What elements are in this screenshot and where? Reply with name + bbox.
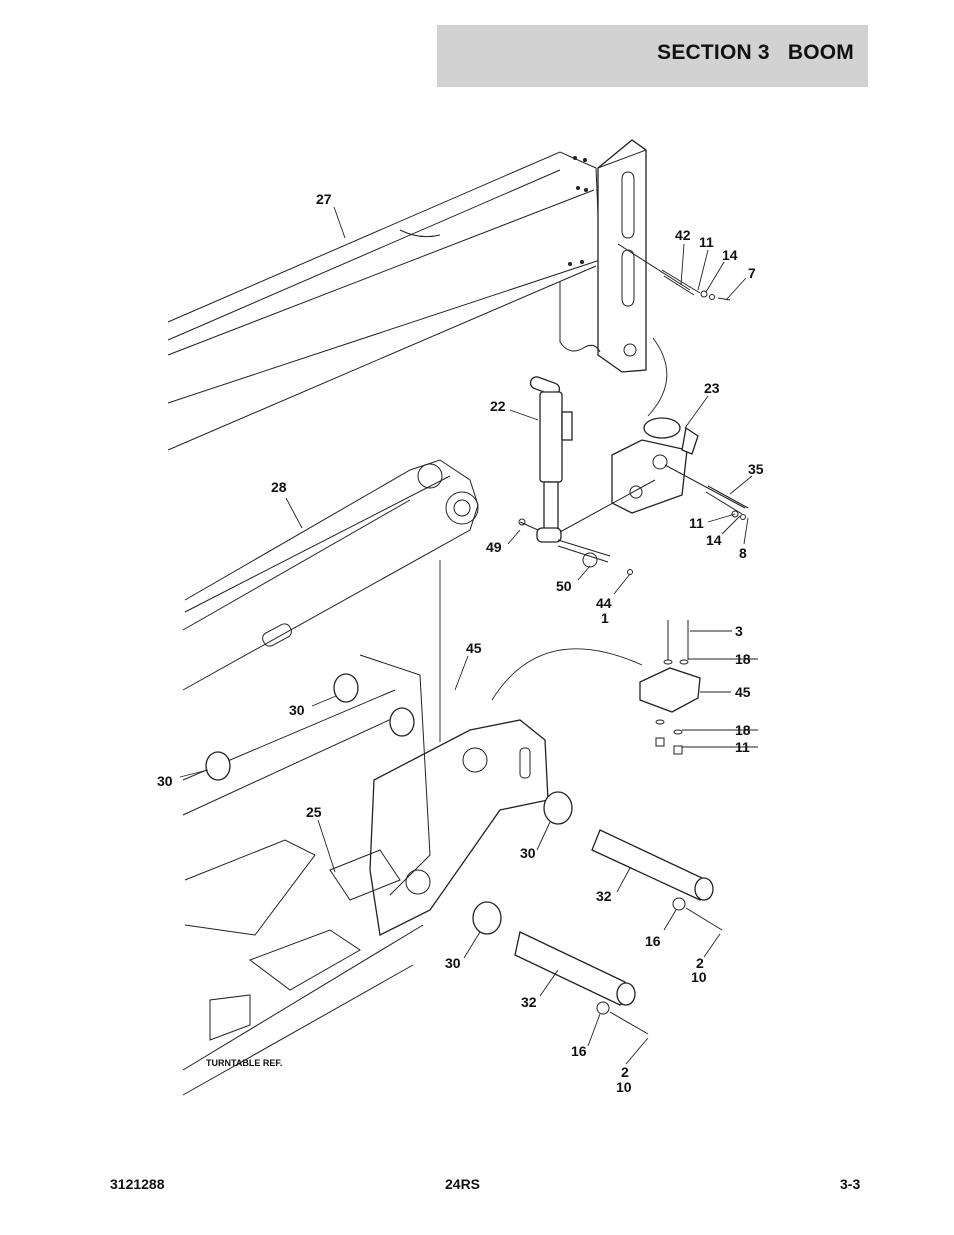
section-header: SECTION 3 BOOM — [437, 25, 868, 87]
callout-30: 30 — [445, 955, 461, 971]
callout-16: 16 — [571, 1043, 587, 1059]
footer-page-number: 3-3 — [840, 1176, 861, 1192]
leveling-cylinder — [518, 376, 633, 575]
callout-45: 45 — [466, 640, 482, 656]
callout-50: 50 — [556, 578, 572, 594]
callout-16: 16 — [645, 933, 661, 949]
callout-11: 11 — [689, 515, 704, 531]
turntable-mount — [182, 648, 643, 1096]
block-45-detail — [639, 620, 701, 755]
callout-32: 32 — [521, 994, 537, 1010]
pivot-pins-32 — [514, 829, 723, 1035]
bushings — [205, 673, 415, 781]
leader-lines — [179, 206, 758, 1065]
callout-44: 44 — [596, 595, 612, 611]
callout-labels: 27 42 11 14 7 23 22 35 28 11 14 8 49 50 … — [157, 191, 764, 1095]
callout-42: 42 — [675, 227, 691, 243]
lower-boom — [182, 459, 479, 816]
callout-32: 32 — [596, 888, 612, 904]
callout-28: 28 — [271, 479, 287, 495]
callout-8: 8 — [739, 545, 747, 561]
callout-18: 18 — [735, 722, 751, 738]
callout-3: 3 — [735, 623, 743, 639]
callout-45: 45 — [735, 684, 751, 700]
callout-22: 22 — [490, 398, 506, 414]
callout-2: 2 — [621, 1064, 629, 1080]
callout-30: 30 — [289, 702, 305, 718]
callout-14: 14 — [706, 532, 722, 548]
callout-35: 35 — [748, 461, 764, 477]
callout-25: 25 — [306, 804, 322, 820]
callout-30: 30 — [157, 773, 173, 789]
callout-11: 11 — [699, 234, 714, 250]
footer-document-number: 3121288 — [110, 1176, 165, 1192]
callout-7: 7 — [748, 265, 756, 281]
callout-11: 11 — [735, 739, 750, 755]
callout-27: 27 — [316, 191, 332, 207]
turntable-ref-label: TURNTABLE REF. — [206, 1058, 282, 1068]
footer-model: 24RS — [445, 1176, 481, 1192]
callout-10: 10 — [691, 969, 707, 985]
callout-49: 49 — [486, 539, 502, 555]
callout-1: 1 — [601, 610, 609, 626]
upper-boom — [167, 139, 668, 451]
callout-2: 2 — [696, 955, 704, 971]
section-title: SECTION 3 BOOM — [657, 41, 854, 64]
callout-23: 23 — [704, 380, 720, 396]
callout-18: 18 — [735, 651, 751, 667]
callout-10: 10 — [616, 1079, 632, 1095]
callout-30: 30 — [520, 845, 536, 861]
platform-rotator — [559, 417, 749, 533]
bushings-right — [472, 791, 573, 935]
callout-14: 14 — [722, 247, 738, 263]
